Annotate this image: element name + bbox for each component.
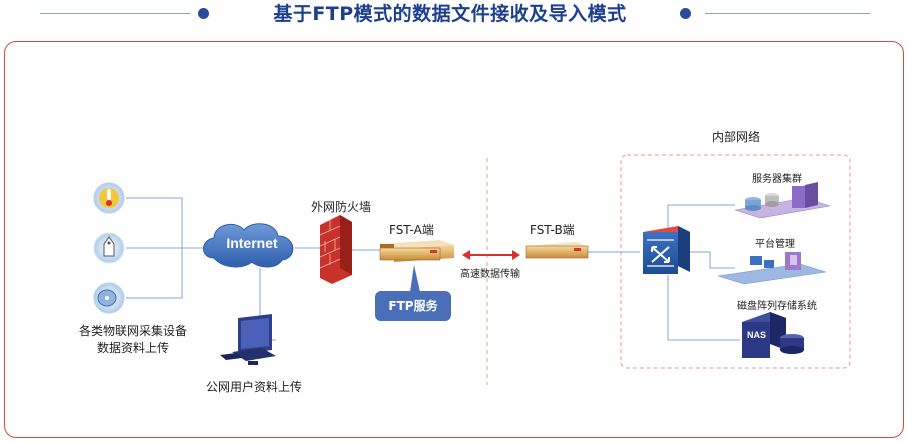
title-bar: 基于FTP模式的数据文件接收及导入模式 xyxy=(0,0,909,30)
fst-b-label: FST-B端 xyxy=(530,223,575,237)
ftp-bubble-pointer xyxy=(410,265,420,292)
internal-network-box xyxy=(620,154,851,369)
ftp-service-bubble: FTP服务 xyxy=(375,291,451,321)
server-cluster-label: 服务器集群 xyxy=(752,174,802,185)
firewall-label: 外网防火墙 xyxy=(311,200,372,214)
server-appliance-icon xyxy=(525,242,589,259)
title-line-left xyxy=(40,13,190,14)
thermometer-icon xyxy=(93,182,125,214)
sensor-tag-icon xyxy=(93,232,125,264)
nas-icon xyxy=(742,312,804,358)
server-appliance-icon xyxy=(379,240,454,262)
disc-icon xyxy=(93,282,125,314)
connector-switch-to-platform xyxy=(686,251,735,269)
connectors-right xyxy=(588,204,740,341)
switch-icon xyxy=(643,226,690,274)
title-dot-left xyxy=(198,8,209,19)
connector-switch-to-nas xyxy=(667,275,740,341)
cloud-icon xyxy=(203,223,294,268)
iot-upload-label: 数据资料上传 xyxy=(96,341,169,355)
nas-badge: NAS xyxy=(747,330,766,340)
nas-storage-label: 磁盘阵列存储系统 xyxy=(737,301,817,312)
internal-network-label: 内部网络 xyxy=(712,130,761,144)
transfer-arrow xyxy=(462,250,520,260)
iot-devices-label: 各类物联网采集设备 xyxy=(78,324,187,338)
title-dot-right xyxy=(680,8,691,19)
platform-mgmt-label: 平台管理 xyxy=(755,239,795,250)
connector-switch-to-cluster xyxy=(667,204,735,230)
server-rack-icon xyxy=(734,182,831,219)
computer-icon xyxy=(220,314,276,365)
high-speed-label: 高速数据传输 xyxy=(460,269,520,280)
monitor-icon xyxy=(717,252,827,285)
diagram-frame xyxy=(4,41,904,438)
page-title: 基于FTP模式的数据文件接收及导入模式 xyxy=(273,3,627,25)
firewall-icon xyxy=(319,215,352,284)
public-users-label: 公网用户资料上传 xyxy=(206,380,303,394)
fst-a-label: FST-A端 xyxy=(389,223,434,237)
internet-label: Internet xyxy=(226,235,278,251)
title-line-right xyxy=(705,13,870,14)
